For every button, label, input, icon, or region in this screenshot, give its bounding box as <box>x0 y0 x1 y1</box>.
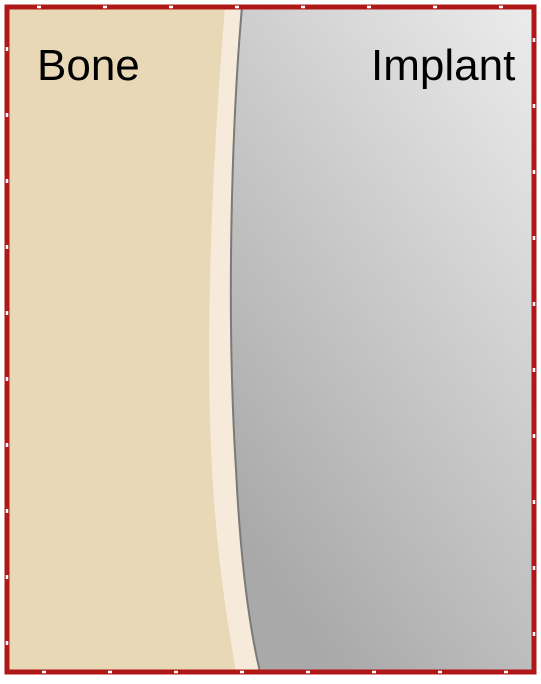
implant-label: Implant <box>371 41 515 90</box>
implant-region <box>231 7 534 672</box>
bone-label: Bone <box>37 41 140 90</box>
